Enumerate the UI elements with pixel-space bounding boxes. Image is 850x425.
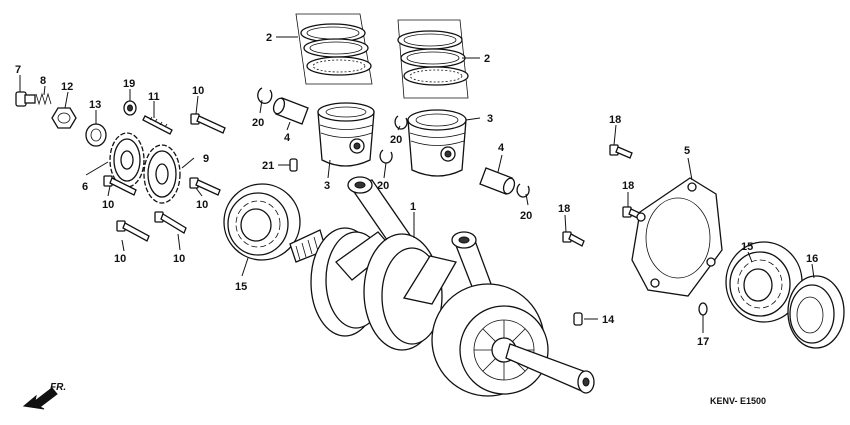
nut-12 (51, 107, 77, 129)
crankshaft-assembly (289, 176, 595, 397)
bearing-holder-5 (631, 177, 723, 297)
spring-8 (35, 92, 52, 106)
piston-right (407, 109, 467, 177)
bolt-18-top (609, 144, 633, 159)
callout-10-right-mid: 10 (196, 199, 208, 211)
callout-8: 8 (40, 75, 46, 87)
callout-10-left-mid: 10 (102, 199, 114, 211)
callout-19: 19 (123, 78, 135, 90)
bearing-right (725, 241, 803, 323)
circlip-2 (394, 115, 408, 130)
callout-3-left: 3 (324, 180, 330, 192)
callout-15-right: 15 (741, 241, 753, 253)
dowel-pin-14 (573, 312, 583, 326)
callout-2-right: 2 (484, 53, 490, 65)
bolt-18-lower (562, 231, 585, 247)
callout-16: 16 (806, 253, 818, 265)
callout-18-mid: 18 (622, 180, 634, 192)
oil-seal-16 (787, 275, 845, 349)
callout-20-left: 20 (252, 117, 264, 129)
callout-12: 12 (61, 81, 73, 93)
callout-9: 9 (203, 153, 209, 165)
circlip-4 (516, 183, 530, 198)
piston-pin-right (479, 167, 516, 195)
callout-20-mid: 20 (390, 134, 402, 146)
callout-10-bottom-right: 10 (173, 253, 185, 265)
bolt-10-top (190, 113, 226, 134)
callout-14: 14 (602, 314, 615, 326)
washer-13 (85, 123, 107, 147)
callout-18-lower: 18 (558, 203, 570, 215)
callout-6: 6 (82, 181, 88, 193)
callout-18-top: 18 (609, 114, 621, 126)
callout-11: 11 (148, 91, 160, 103)
callout-2-left: 2 (266, 32, 272, 44)
dowel-pin-21 (289, 158, 298, 172)
bolt-10-right-mid (189, 177, 221, 196)
piston-left (317, 102, 375, 167)
circlip-3 (379, 149, 393, 164)
bolt-10-left-mid (103, 175, 137, 196)
stud-11 (142, 115, 173, 135)
callout-15-left: 15 (235, 281, 247, 293)
gear-6 (109, 132, 145, 188)
front-direction-arrow-icon (22, 387, 58, 410)
o-ring-17 (698, 302, 708, 316)
piston-pin-left (272, 97, 309, 125)
gear-9 (143, 144, 181, 204)
callout-10-top: 10 (192, 85, 204, 97)
callout-4-left: 4 (284, 132, 291, 144)
callout-7: 7 (15, 64, 21, 76)
callout-3-right: 3 (487, 113, 493, 125)
bolt-10-bottom-left (116, 220, 150, 242)
piston-rings-right (397, 19, 469, 99)
callout-4-right: 4 (498, 142, 505, 154)
callout-5: 5 (684, 145, 690, 157)
front-direction-label: FR. (50, 382, 66, 393)
bolt-10-bottom-right (154, 211, 187, 234)
callout-20-lower: 20 (377, 180, 389, 192)
callout-17: 17 (697, 336, 709, 348)
callout-numbers: 2 2 7 8 12 19 10 13 11 20 4 3 3 20 18 9 … (15, 32, 818, 348)
callout-13: 13 (89, 99, 101, 111)
diagram-code: KENV- E1500 (710, 396, 766, 406)
callout-1: 1 (410, 201, 416, 213)
callout-10-bottom-left: 10 (114, 253, 126, 265)
callout-20-right: 20 (520, 210, 532, 222)
bearing-left (223, 183, 301, 261)
callout-21: 21 (262, 160, 274, 172)
plug-bolt-7 (15, 91, 36, 107)
piston-rings-left (295, 13, 373, 85)
leader-lines (19, 36, 815, 333)
washer-19 (123, 100, 137, 116)
circlip-1 (257, 87, 273, 104)
